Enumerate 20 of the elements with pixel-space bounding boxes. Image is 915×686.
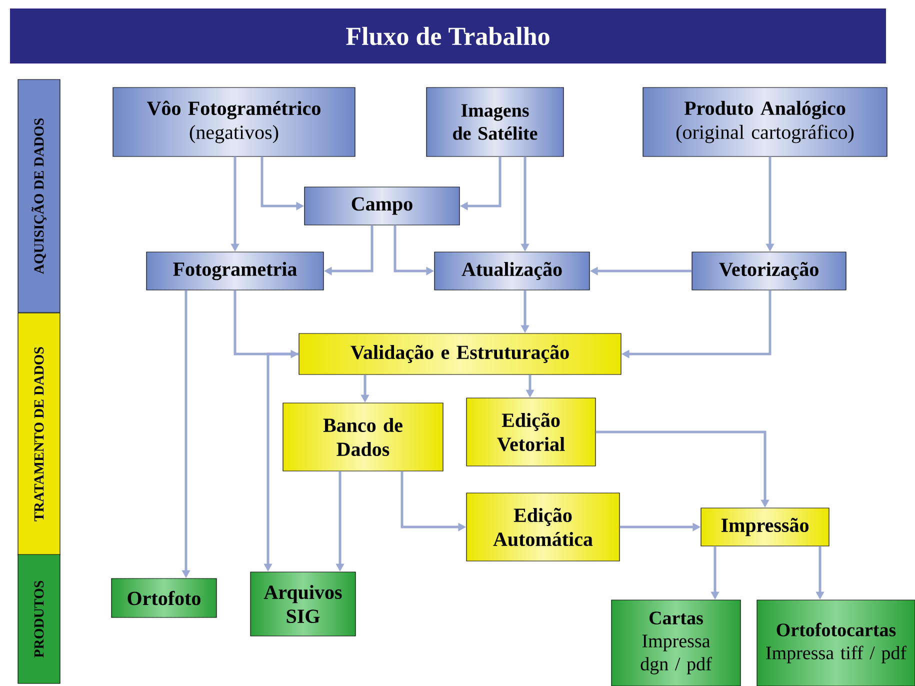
process-box: Ortofotocartas Impressa tiff / pdf [756, 600, 915, 686]
process-box: Vetorização [692, 252, 846, 290]
process-box: Impressão [700, 508, 830, 546]
process-box: Validação e Estruturação [298, 333, 622, 375]
process-box: Banco de Dados [282, 402, 444, 472]
process-box: Vôo Fotogramétrico (negativos) [112, 87, 356, 157]
section-band: AQUISIÇÃO DE DADOS [18, 79, 60, 313]
process-box: Ortofoto [111, 578, 217, 618]
section-band: TRATAMENTO DE DADOS [18, 312, 60, 556]
process-box: Atualização [434, 252, 590, 290]
process-box: Campo [304, 186, 460, 226]
section-band: PRODUTOS [18, 554, 60, 684]
title-bar: Fluxo de Trabalho [10, 8, 886, 64]
process-box: Edição Automática [466, 492, 620, 562]
process-box: Edição Vetorial [466, 398, 596, 466]
process-box: Arquivos SIG [250, 572, 356, 636]
process-box: Imagens de Satélite [426, 87, 564, 157]
process-box: Cartas Impressa dgn / pdf [611, 600, 741, 686]
process-box: Fotogrametria [146, 252, 324, 290]
process-box: Produto Analógico (original cartográfico) [642, 87, 888, 157]
